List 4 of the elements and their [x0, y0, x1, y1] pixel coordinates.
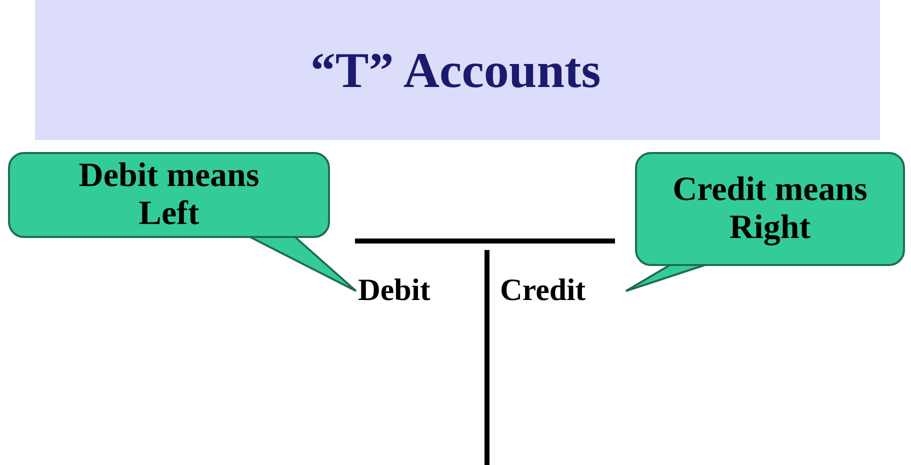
callout-pointer	[249, 236, 357, 292]
column-heading: Credit	[500, 272, 624, 310]
title: “T” Accounts	[309, 42, 602, 98]
column-heading: Debit	[358, 272, 458, 310]
